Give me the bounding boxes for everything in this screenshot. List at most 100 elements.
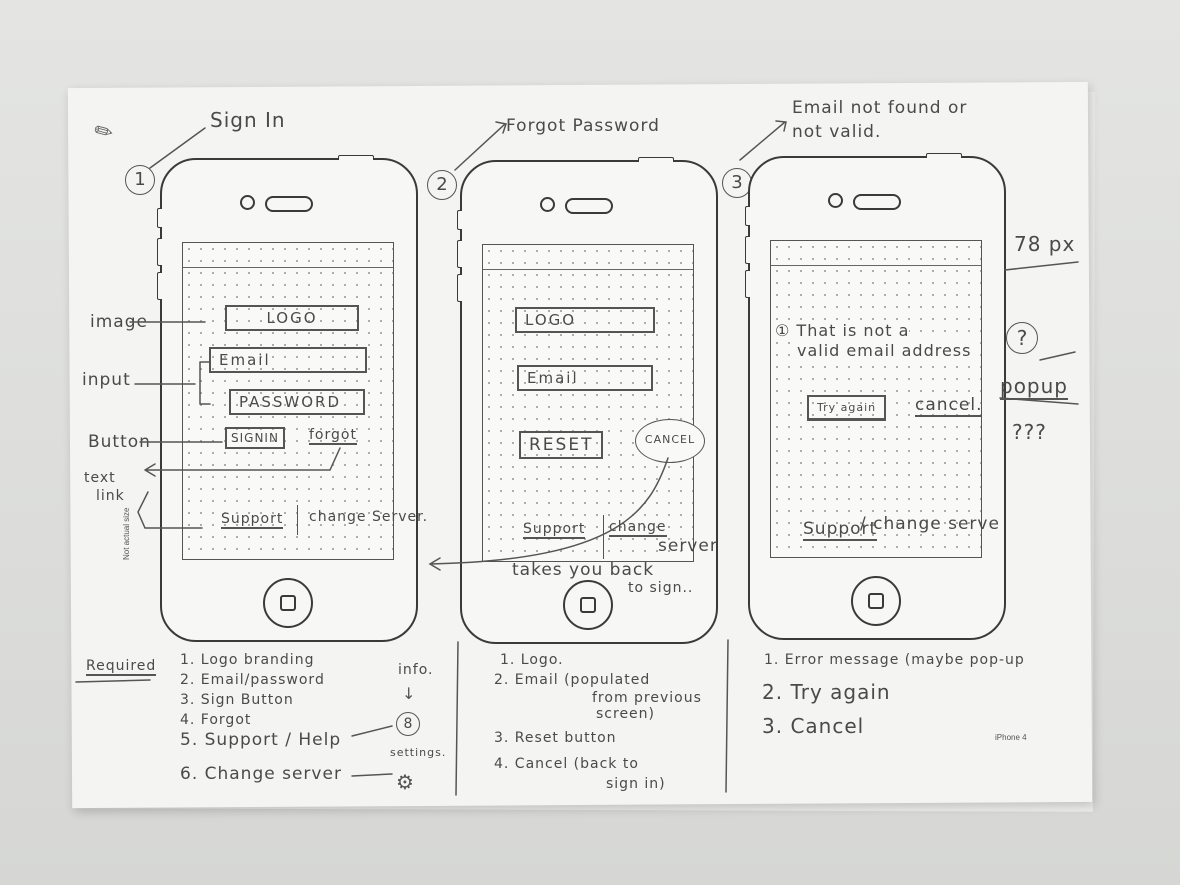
popup-note: popup — [1000, 374, 1068, 400]
callout-takes-you-back: takes you back — [512, 560, 655, 580]
note-1-2: 2. Email/password — [180, 672, 325, 688]
home-button — [263, 578, 313, 628]
screen-title-not-valid: not valid. — [792, 122, 882, 142]
error-message-line-2: valid email address — [797, 341, 972, 360]
note-1-1: 1. Logo branding — [180, 652, 315, 668]
support-link[interactable]: Support — [803, 519, 878, 541]
note-1-6: 6. Change server — [180, 764, 342, 784]
annotation-link: link — [96, 488, 125, 504]
change-server-to-gear-arrow — [351, 773, 393, 777]
footer-divider — [297, 505, 298, 535]
screen-2: LOGO Email RESET CANCEL Support change — [482, 244, 705, 562]
note-2-4: screen) — [596, 706, 656, 722]
note-3-1: 1. Error message (maybe pop-up — [764, 652, 1025, 668]
volume-up-button — [457, 240, 462, 268]
note-3-2: 2. Try again — [762, 680, 891, 704]
leader-link-bracket — [137, 491, 203, 529]
try-again-button[interactable]: Try again — [807, 395, 887, 421]
note-1-4: 4. Forgot — [180, 712, 252, 728]
note-2-1: 1. Logo. — [500, 652, 564, 668]
support-link[interactable]: Support — [221, 511, 284, 529]
note-3-3: 3. Cancel — [762, 714, 865, 738]
notes-divider-2 — [725, 639, 729, 793]
cancel-link[interactable]: cancel. — [915, 395, 983, 417]
screen-title-forgot-password: Forgot Password — [506, 116, 660, 136]
power-button — [338, 155, 374, 160]
question-marks-note: ??? — [1012, 420, 1047, 444]
volume-down-button — [157, 272, 162, 300]
screen-number-2: 2 — [427, 170, 457, 200]
home-square-icon — [580, 597, 596, 613]
change-server-continued: server — [658, 536, 718, 556]
volume-down-button — [457, 274, 462, 302]
status-bar — [771, 265, 981, 266]
screen-3: ① That is not a valid email address Try … — [770, 240, 983, 558]
annotation-image: image — [90, 312, 148, 332]
question-stroke — [1039, 351, 1076, 361]
info-note: info. — [398, 662, 434, 678]
arrow-to-forgot-password — [454, 121, 507, 171]
home-square-icon — [868, 593, 884, 609]
cancel-back-arrow — [428, 457, 669, 571]
speaker-grille — [265, 196, 313, 212]
status-bar — [183, 267, 393, 268]
annotation-button: Button — [88, 432, 151, 452]
px-note: 78 px — [1014, 232, 1076, 256]
required-underline — [75, 679, 151, 683]
screen-title-sign-in: Sign In — [210, 108, 286, 132]
leader-input-bracket — [134, 361, 211, 405]
note-2-7: sign in) — [606, 776, 666, 792]
home-square-icon — [280, 595, 296, 611]
volume-up-button — [745, 236, 750, 264]
mute-switch — [457, 210, 462, 230]
logo-placeholder: LOGO — [225, 305, 359, 331]
cancel-button[interactable]: CANCEL — [635, 419, 705, 463]
signin-button[interactable]: SIGNIN — [225, 427, 285, 449]
logo-placeholder: LOGO — [515, 307, 655, 333]
volume-up-button — [157, 238, 162, 266]
home-button — [851, 576, 901, 626]
note-2-5: 3. Reset button — [494, 730, 617, 746]
change-server-link[interactable]: change Server. — [309, 509, 429, 525]
forgot-link[interactable]: forgot — [309, 427, 357, 445]
mute-switch — [157, 208, 162, 228]
screen-1: LOGO Email PASSWORD SIGNIN forgot Suppor… — [182, 242, 427, 560]
gear-icon: ⚙ — [396, 770, 414, 794]
support-link[interactable]: Support — [523, 521, 586, 539]
callout-to-sign: to sign.. — [628, 580, 694, 596]
speaker-grille — [565, 198, 613, 214]
phone-frame-3: ① That is not a valid email address Try … — [745, 153, 1006, 640]
note-1-3: 3. Sign Button — [180, 692, 294, 708]
phone-frame-1: LOGO Email PASSWORD SIGNIN forgot Suppor… — [157, 155, 427, 642]
note-2-3: from previous — [592, 690, 702, 706]
email-field[interactable]: Email — [517, 365, 653, 391]
change-server-link-3[interactable]: / change serve — [860, 514, 1000, 534]
popup-stroke — [999, 397, 1079, 405]
speaker-grille — [853, 194, 901, 210]
arrow-to-sign-in — [149, 127, 206, 169]
email-field[interactable]: Email — [209, 347, 367, 373]
support-to-eight-arrow — [351, 725, 393, 737]
camera-icon — [828, 193, 843, 208]
footer-divider — [603, 515, 604, 559]
arrow-down-icon: ↓ — [402, 684, 416, 703]
status-bar — [483, 269, 693, 270]
power-button — [638, 157, 674, 162]
password-field[interactable]: PASSWORD — [229, 389, 365, 415]
arrow-to-email-not-found — [739, 120, 787, 161]
iphone-model-label: iPhone 4 — [995, 733, 1027, 742]
camera-icon — [540, 197, 555, 212]
camera-icon — [240, 195, 255, 210]
notes-divider-1 — [455, 641, 459, 796]
required-heading: Required — [86, 658, 157, 676]
question-circle: ? — [1006, 322, 1038, 354]
reset-button[interactable]: RESET — [519, 431, 604, 459]
note-1-5: 5. Support / Help — [180, 730, 342, 750]
leader-text-link — [144, 447, 341, 477]
volume-down-button — [745, 270, 750, 298]
screen-title-email-not-found: Email not found or — [792, 98, 968, 118]
px-underline — [1004, 261, 1079, 271]
note-2-2: 2. Email (populated — [494, 672, 651, 688]
error-message-line-1: ① That is not a — [775, 321, 910, 340]
